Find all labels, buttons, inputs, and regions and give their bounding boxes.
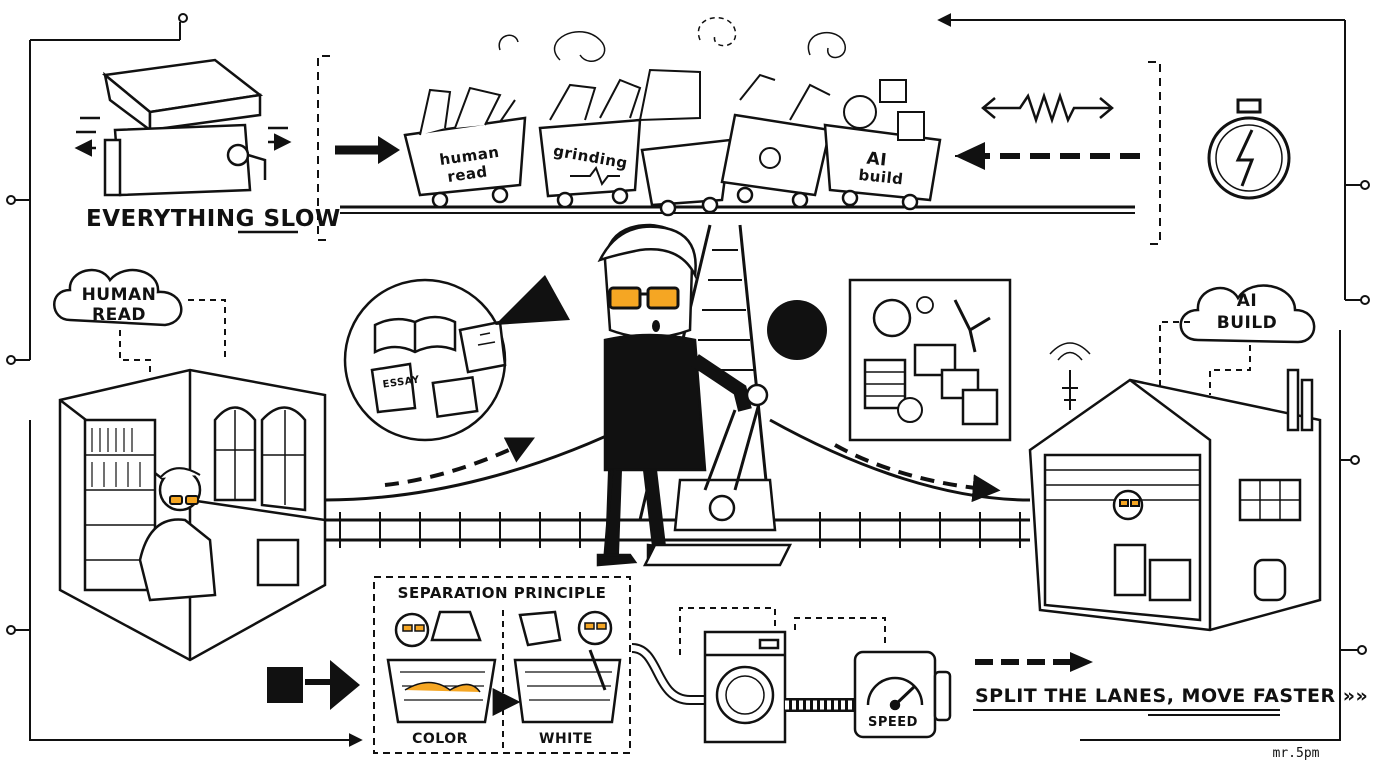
bottom-in-arrow	[267, 667, 335, 703]
human-read-cloud	[53, 268, 183, 327]
ai-build-cloud-line2: BUILD	[1217, 313, 1278, 333]
essay-label: ESSAY	[382, 375, 421, 391]
ai-build-cloud	[1179, 284, 1316, 344]
human-read-cloud-line2: READ	[92, 305, 146, 325]
ai-build-cloud-line1: AI	[1237, 291, 1257, 311]
cart-ai-build	[823, 79, 942, 211]
hopper-machine	[76, 58, 288, 197]
spring-arrow	[981, 92, 1114, 124]
basket-label-white: WHITE	[539, 731, 593, 747]
basket-label-color: COLOR	[412, 731, 468, 747]
human-read-cloud-line1: HUMAN	[82, 285, 157, 305]
speed-gauge	[853, 650, 952, 739]
top-slow-emphasis: SLOW	[263, 206, 340, 232]
operator-glasses	[608, 286, 680, 310]
top-rails	[340, 205, 1135, 214]
left-branch-arrow	[384, 437, 536, 487]
color-basket-glasses	[402, 624, 425, 632]
cart-gear	[720, 73, 832, 209]
white-basket-glasses	[584, 622, 607, 630]
cloud-connector-right	[1159, 321, 1190, 400]
operator-mouth	[652, 320, 660, 332]
gauge-label-speed: SPEED	[868, 715, 918, 730]
slogan-emphasis: MOVE FASTER	[1182, 685, 1336, 707]
cart-middle-left	[638, 68, 732, 217]
signature: mr.5pm	[1273, 746, 1320, 761]
cloud-connector-left	[119, 330, 151, 375]
branch-rails	[324, 418, 1031, 548]
reading-room	[58, 368, 327, 662]
smoke-swirls	[498, 16, 846, 62]
robot-glasses	[1119, 499, 1140, 507]
left-pointer-triangle	[495, 275, 570, 325]
factory-building	[1028, 342, 1322, 632]
top-bracket	[317, 55, 1161, 245]
bottom-slogan: SPLIT THE LANES, MOVE FASTER »»	[975, 685, 1368, 707]
cart-human-read	[403, 86, 527, 209]
cart-label-build: build	[858, 166, 905, 189]
control-wires	[679, 607, 886, 655]
right-pointer-dot	[767, 300, 827, 360]
right-branch-arrow	[834, 443, 1001, 503]
circuit-frame	[6, 13, 1370, 747]
ai-blueprint-panel	[848, 278, 1012, 442]
separation-principle-title: SEPARATION PRINCIPLE	[398, 584, 607, 602]
cart-label-read: read	[446, 162, 489, 185]
washing-machine	[703, 630, 787, 744]
cart-label-ai: AI	[866, 149, 888, 171]
reader-glasses	[169, 495, 199, 505]
top-slow-title: EVERYTHING SLOW	[86, 206, 341, 232]
stopwatch-icon	[1207, 98, 1291, 200]
conveyor-in-arrowhead	[378, 136, 400, 164]
reading-bubble	[343, 278, 507, 442]
white-basket	[513, 610, 622, 724]
track-switch-lever	[642, 383, 793, 567]
cart-grinding	[538, 78, 642, 209]
